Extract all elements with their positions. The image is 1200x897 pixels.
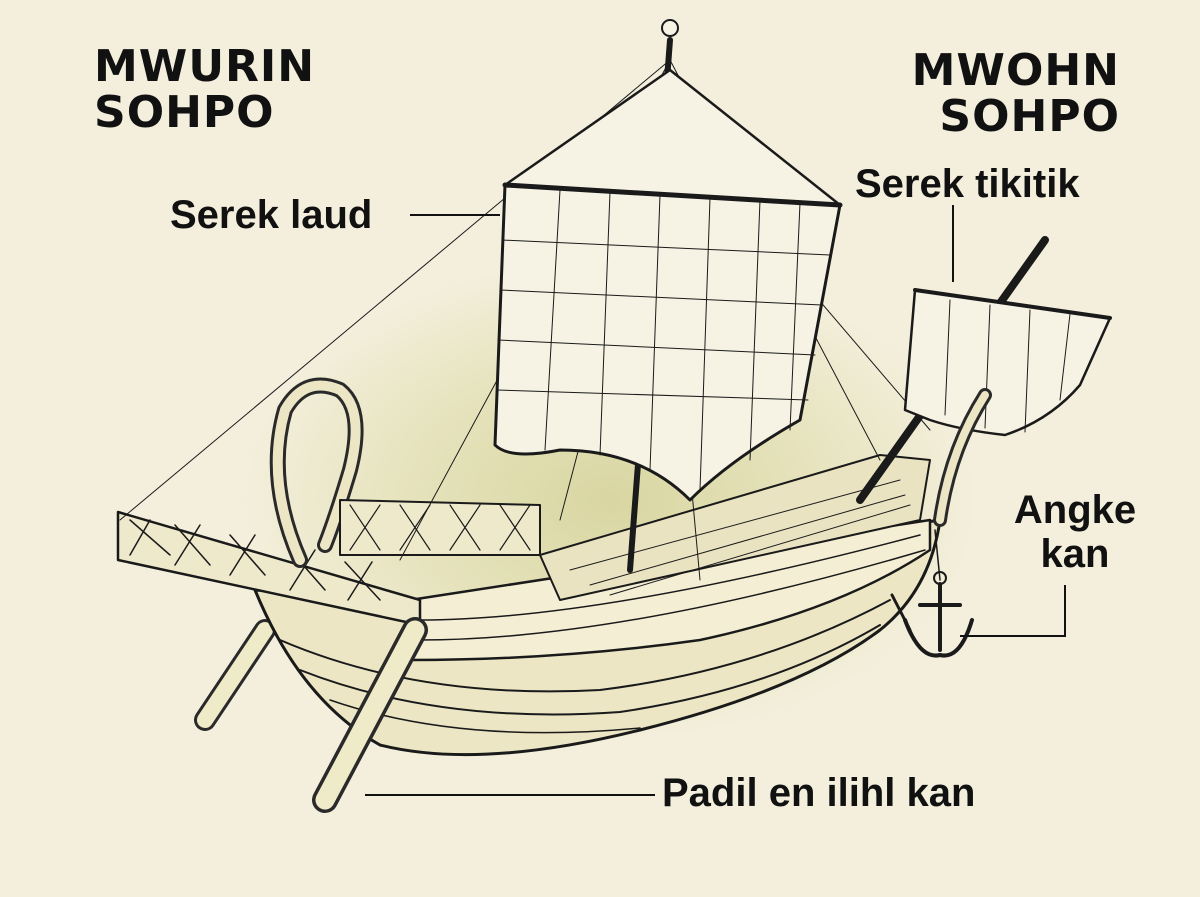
bow-heading-line-2: SOHPO bbox=[939, 91, 1120, 142]
stern-heading: MWURIN SOHPO bbox=[94, 44, 315, 136]
stern-heading-line-1: MWURIN bbox=[94, 41, 316, 92]
bow-heading: MWOHN SOHPO bbox=[912, 48, 1120, 140]
mainsail bbox=[493, 68, 843, 502]
label-anchor-line-1: Angke bbox=[1013, 488, 1137, 532]
steering-oar-front bbox=[312, 617, 428, 813]
stern-gallery bbox=[116, 377, 541, 627]
anchor bbox=[890, 529, 974, 658]
label-anchor-line-2: kan bbox=[1040, 532, 1110, 576]
label-foresail: Serek tikitik bbox=[855, 162, 1080, 206]
label-steering-oar: Padil en ilihl kan bbox=[662, 771, 976, 815]
leader-line-anchor bbox=[960, 585, 1066, 637]
foresail bbox=[856, 236, 1112, 527]
deck bbox=[539, 454, 931, 601]
stern-heading-line-2: SOHPO bbox=[94, 87, 275, 138]
steering-oar-back bbox=[194, 619, 276, 731]
label-mainsail: Serek laud bbox=[170, 193, 373, 237]
hull bbox=[253, 518, 942, 757]
label-anchor: Angke kan bbox=[1005, 488, 1145, 576]
bow-heading-line-1: MWOHN bbox=[911, 45, 1120, 96]
